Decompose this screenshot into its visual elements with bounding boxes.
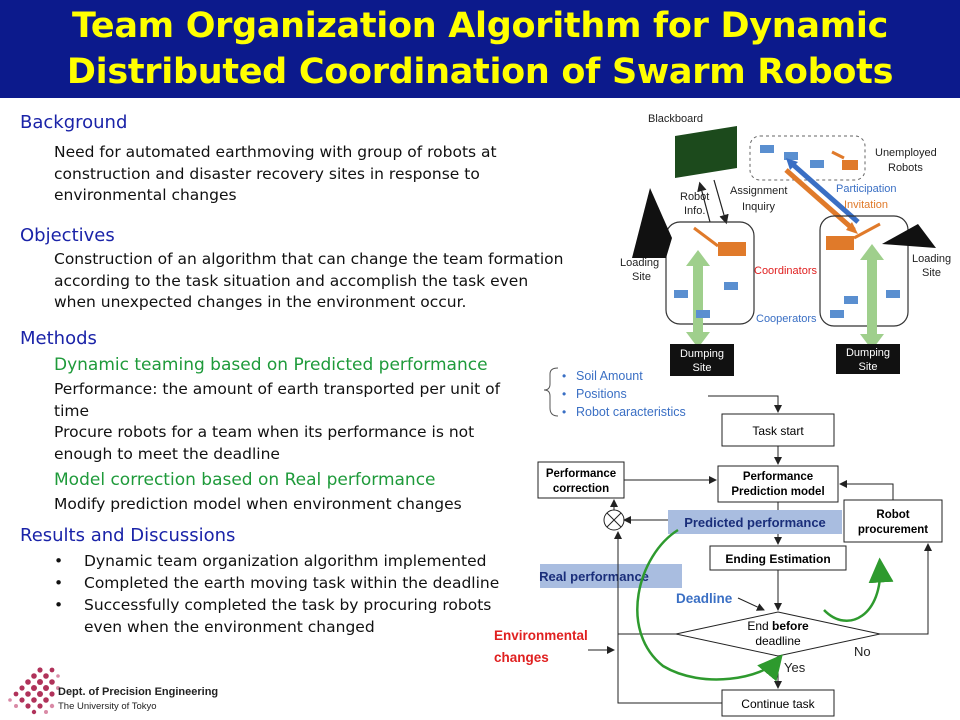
methods-line: enough to meet the deadline bbox=[54, 444, 280, 463]
robot-procurement-box bbox=[843, 499, 943, 543]
robot-info-label-2: Info. bbox=[684, 205, 705, 217]
unemployed-robot-icons bbox=[760, 145, 858, 170]
background-heading: Background bbox=[20, 112, 128, 133]
decision-label-1: End before bbox=[747, 619, 809, 633]
continue-task-box bbox=[721, 689, 835, 717]
unemployed-label-2: Robots bbox=[888, 162, 923, 174]
participation-label: Participation bbox=[836, 183, 897, 195]
real-performance-box bbox=[540, 564, 682, 588]
inputs-brace bbox=[543, 367, 559, 417]
left-cooperator-robot-icons bbox=[674, 282, 738, 318]
left-soil-pile-icon bbox=[632, 188, 672, 258]
performance-correction-box bbox=[537, 461, 625, 499]
svg-text:•: • bbox=[562, 369, 566, 383]
right-dumping-label-2: Site bbox=[859, 361, 878, 373]
left-loading-label-2: Site bbox=[632, 271, 651, 283]
robot-procurement-label-1: Robot bbox=[876, 509, 909, 521]
title-line-1: Team Organization Algorithm for Dynamic bbox=[71, 6, 889, 46]
predicted-performance-label: Predicted performance bbox=[684, 515, 826, 530]
yes-label: Yes bbox=[784, 660, 806, 675]
left-coordinator-robot-icon bbox=[693, 226, 746, 256]
decision-label-2: deadline bbox=[755, 634, 801, 648]
svg-text:•: • bbox=[562, 405, 566, 419]
left-team-box bbox=[665, 221, 755, 325]
coordinators-label: Coordinators bbox=[754, 265, 817, 277]
perf-correction-label-2: correction bbox=[553, 483, 609, 495]
right-loading-label-1: Loading bbox=[912, 253, 951, 265]
ending-estimation-label: Ending Estimation bbox=[725, 552, 830, 566]
blackboard-icon bbox=[675, 126, 737, 178]
objectives-heading: Objectives bbox=[20, 225, 115, 246]
task-start-box bbox=[721, 413, 835, 447]
results-heading: Results and Discussions bbox=[20, 525, 236, 546]
team-diagram: Blackboard Unemployed Robots Participati… bbox=[620, 113, 951, 376]
cooperators-label: Cooperators bbox=[756, 313, 817, 325]
performance-prediction-model-box bbox=[717, 465, 839, 503]
input-soil-amount: Soil Amount bbox=[576, 369, 643, 383]
unemployed-label-1: Unemployed bbox=[875, 147, 937, 159]
procurement-loop-arrow bbox=[823, 557, 894, 622]
task-start-label: Task start bbox=[752, 424, 804, 438]
blackboard-label: Blackboard bbox=[648, 113, 703, 125]
left-dumping-label-1: Dumping bbox=[680, 348, 724, 360]
university-logo bbox=[8, 667, 60, 715]
unemployed-robots-box bbox=[749, 135, 866, 181]
objectives-text: Construction of an algorithm that can ch… bbox=[54, 249, 563, 314]
invitation-label: Invitation bbox=[844, 199, 888, 211]
real-performance-label: Real performance bbox=[539, 569, 649, 584]
right-cooperator-robot-icons bbox=[830, 290, 900, 318]
background-line: environmental changes bbox=[54, 186, 237, 204]
perf-model-label-1: Performance bbox=[743, 471, 813, 483]
invitation-arrow bbox=[784, 168, 856, 232]
predicted-performance-box bbox=[668, 510, 842, 534]
background-line: construction and disaster recovery sites… bbox=[54, 164, 480, 183]
objectives-line: Construction of an algorithm that can ch… bbox=[54, 250, 564, 268]
assignment-label-1: Assignment bbox=[730, 185, 787, 197]
right-dumping-label-1: Dumping bbox=[846, 347, 890, 359]
left-dumping-label-2: Site bbox=[693, 362, 712, 374]
perf-model-label-2: Prediction model bbox=[731, 486, 824, 498]
perf-correction-label-1: Performance bbox=[546, 468, 616, 480]
right-soil-pile-icon bbox=[882, 224, 936, 248]
continue-task-label: Continue task bbox=[741, 697, 815, 711]
right-dumping-site bbox=[836, 344, 900, 374]
deadline-label: Deadline bbox=[676, 591, 733, 606]
methods-heading: Methods bbox=[20, 328, 97, 349]
title-line-2: Distributed Coordination of Swarm Robots bbox=[66, 52, 894, 92]
background-text: Need for automated earthmoving with grou… bbox=[54, 142, 497, 207]
right-loading-label-2: Site bbox=[922, 267, 941, 279]
methods-line: Performance: the amount of earth transpo… bbox=[54, 380, 501, 398]
participation-arrow bbox=[788, 160, 860, 224]
objectives-line: according to the task situation and acco… bbox=[54, 271, 529, 290]
methods-line: Modify prediction model when environment… bbox=[54, 495, 462, 513]
methods-sub2-text: Modify prediction model when environment… bbox=[54, 494, 462, 516]
no-label: No bbox=[854, 644, 871, 659]
dept-name: Dept. of Precision Engineering bbox=[58, 686, 219, 698]
title-banner: Team Organization Algorithm for Dynamic … bbox=[0, 0, 960, 98]
right-coordinator-robot-icon bbox=[826, 222, 881, 250]
background-line: Need for automated earthmoving with grou… bbox=[54, 143, 497, 161]
methods-sub1-text: Performance: the amount of earth transpo… bbox=[54, 379, 500, 465]
input-robot-characteristics: Robot caracteristics bbox=[576, 405, 686, 419]
environmental-label-2: changes bbox=[494, 650, 549, 665]
methods-sub1: Dynamic teaming based on Predicted perfo… bbox=[54, 355, 488, 375]
robot-procurement-label-2: procurement bbox=[858, 524, 928, 536]
methods-line: Procure robots for a team when its perfo… bbox=[54, 423, 475, 441]
assignment-label-2: Inquiry bbox=[742, 201, 776, 213]
methods-sub2: Model correction based on Real performan… bbox=[54, 470, 436, 490]
right-team-box bbox=[819, 215, 909, 327]
dot-mark-icon bbox=[13, 667, 55, 715]
university-name: The University of Tokyo bbox=[58, 701, 157, 712]
ending-estimation-box bbox=[709, 545, 847, 571]
correction-loop-arrow bbox=[636, 528, 783, 682]
input-positions: Positions bbox=[576, 387, 627, 401]
left-dumping-site bbox=[670, 344, 734, 376]
objectives-line: when unexpected changes in the environme… bbox=[54, 293, 467, 311]
methods-line: time bbox=[54, 401, 90, 420]
left-loading-label-1: Loading bbox=[620, 257, 659, 269]
algorithm-flowchart: • Soil Amount • Positions • Robot caract… bbox=[494, 367, 943, 717]
environmental-label-1: Environmental bbox=[494, 628, 588, 643]
svg-text:•: • bbox=[562, 387, 566, 401]
